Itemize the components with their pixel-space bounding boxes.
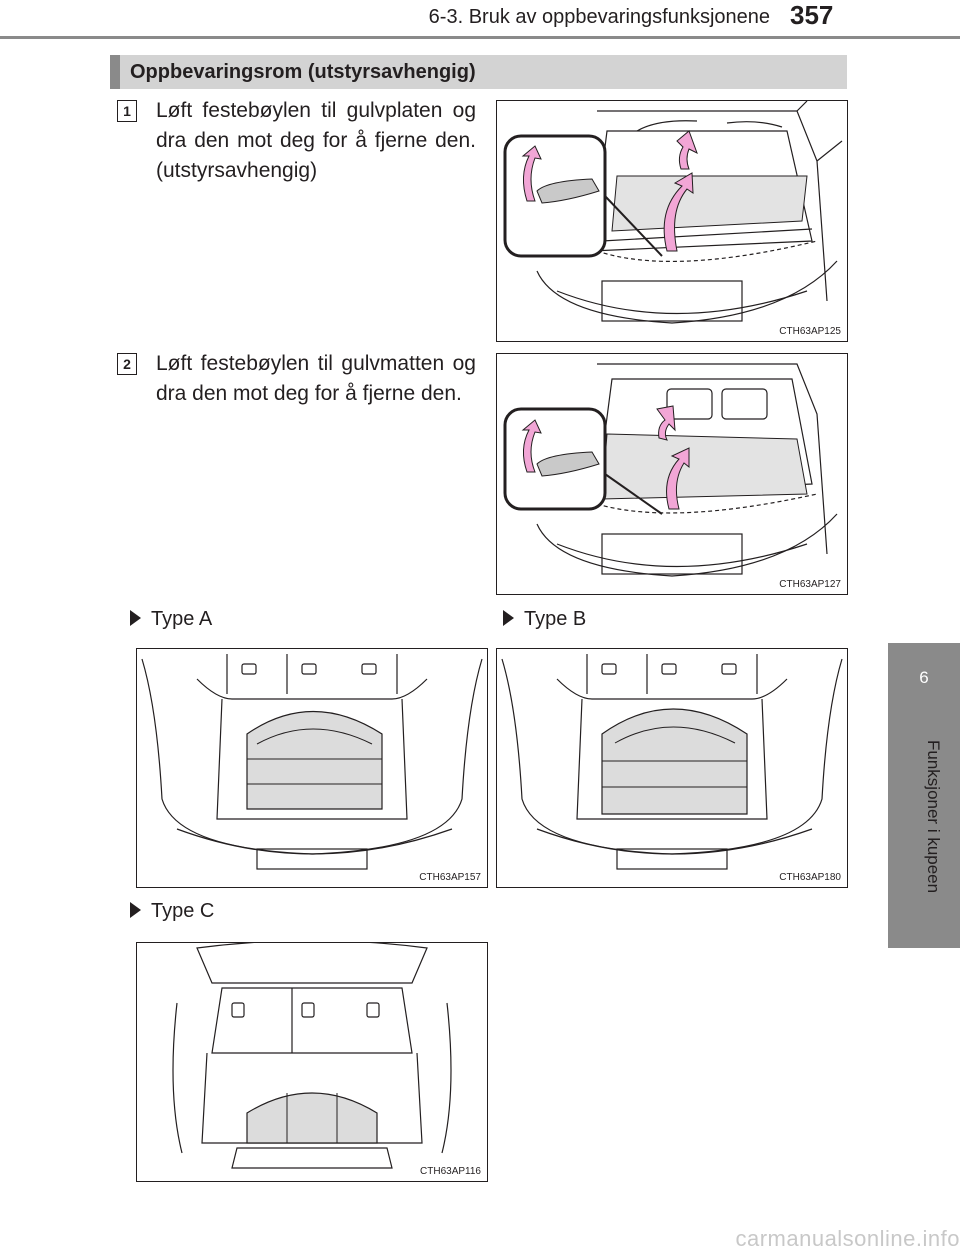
figure-code-type-a: CTH63AP157	[419, 872, 481, 883]
type-a-label: Type A	[130, 608, 212, 631]
type-c-label: Type C	[130, 900, 214, 923]
figure-type-c: CTH63AP116	[136, 942, 488, 1182]
step-number-2: 2	[117, 353, 137, 375]
chapter-number: 6	[919, 668, 929, 687]
page-number: 357	[790, 0, 834, 30]
figure-code-1: CTH63AP125	[779, 326, 841, 337]
chapter-title: Funksjoner i kupeen	[924, 740, 943, 894]
step-number-1: 1	[117, 100, 137, 122]
trunk-type-a-illustration	[141, 654, 483, 870]
type-b-label: Type B	[503, 608, 586, 631]
triangle-bullet-icon	[503, 610, 514, 626]
figure-type-b: CTH63AP180	[496, 648, 848, 888]
running-header: 6-3. Bruk av oppbevaringsfunksjonene	[428, 6, 770, 28]
trunk-type-b-illustration	[501, 654, 843, 870]
header-rule	[0, 36, 960, 39]
figure-code-type-b: CTH63AP180	[779, 872, 841, 883]
step-text-2: Løft festebøylen til gulvmatten og dra d…	[156, 352, 476, 405]
step-text-1: Løft festebøylen til gulvplaten og dra d…	[156, 99, 476, 182]
figure-step-1: CTH63AP125	[496, 100, 848, 342]
trunk-floor-board-illustration	[503, 101, 843, 324]
figure-code-type-c: CTH63AP116	[420, 1166, 481, 1177]
figure-step-2: CTH63AP127	[496, 353, 848, 595]
section-title-bar: Oppbevaringsrom (utstyrsavhengig)	[110, 55, 847, 89]
trunk-floor-mat-illustration	[503, 363, 838, 577]
footer-watermark: carmanualsonline.info	[735, 1226, 960, 1251]
triangle-bullet-icon	[130, 610, 141, 626]
chapter-tab	[888, 643, 960, 948]
figure-type-a: CTH63AP157	[136, 648, 488, 888]
triangle-bullet-icon	[130, 902, 141, 918]
section-title: Oppbevaringsrom (utstyrsavhengig)	[130, 61, 476, 83]
figure-code-2: CTH63AP127	[779, 579, 841, 590]
trunk-type-c-illustration	[172, 943, 452, 1169]
